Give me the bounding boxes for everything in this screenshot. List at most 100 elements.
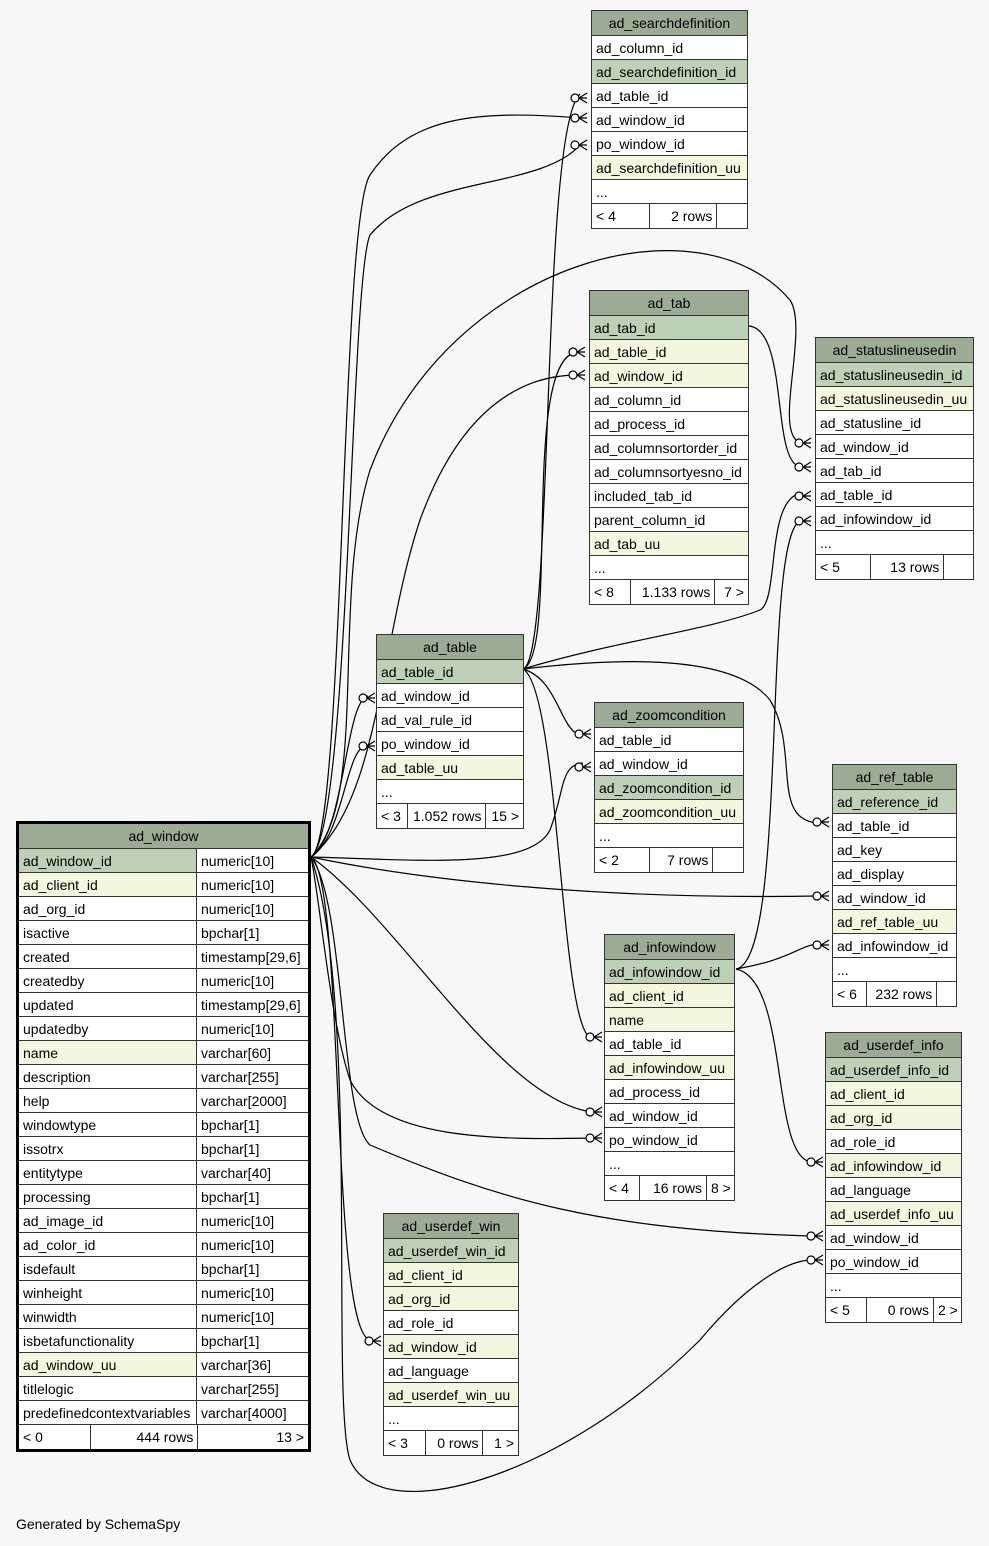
children-link[interactable]: 8 > — [706, 1176, 734, 1200]
column-name: ... — [837, 962, 849, 978]
children-link[interactable] — [716, 204, 747, 228]
column-row: ... — [816, 531, 973, 555]
crows-foot-marker — [593, 1132, 603, 1144]
crows-foot-marker — [582, 761, 592, 773]
parents-link[interactable]: < 5 — [820, 559, 840, 575]
column-row: ad_statusline_id — [816, 411, 973, 435]
column-name: windowtype — [23, 1117, 97, 1133]
parents-link[interactable]: < 5 — [830, 1302, 850, 1318]
edge-infowindow-table — [522, 668, 593, 1039]
children-link[interactable]: 2 > — [933, 1298, 961, 1322]
column-name: help — [23, 1093, 50, 1109]
column-name: ... — [599, 828, 611, 844]
crows-foot-marker — [820, 939, 830, 951]
column-name: ad_table_id — [594, 344, 667, 360]
edge-tab-table — [522, 351, 579, 670]
children-link[interactable] — [712, 848, 743, 872]
column-type: bpchar[1] — [196, 921, 308, 944]
parents-link[interactable]: < 3 — [381, 808, 401, 824]
column-type: varchar[36] — [196, 1353, 308, 1376]
parents-link[interactable]: < 4 — [596, 208, 616, 224]
column-name: ad_window_id — [23, 853, 112, 869]
row-count: 232 rows — [865, 982, 937, 1006]
column-name: ad_window_id — [599, 756, 688, 772]
edge-searchdef-window — [310, 114, 581, 858]
column-row: ad_role_id — [384, 1311, 518, 1335]
column-row: ad_userdef_info_uu — [826, 1202, 961, 1226]
children-link[interactable]: 15 > — [485, 804, 523, 828]
parents-link[interactable]: < 4 — [609, 1180, 629, 1196]
edge-reftable-window — [310, 856, 819, 898]
row-count: 0 rows — [425, 1431, 482, 1455]
parents-link[interactable]: < 6 — [837, 986, 857, 1002]
row-count: 7 rows — [649, 848, 712, 872]
cardinality-marker — [568, 370, 578, 380]
column-name: ... — [830, 1278, 842, 1294]
column-name: po_window_id — [381, 736, 470, 752]
children-link[interactable]: 1 > — [482, 1431, 518, 1455]
column-name: ad_column_id — [596, 40, 684, 56]
column-row: ad_org_id — [384, 1287, 518, 1311]
crows-foot-marker — [582, 728, 592, 740]
edge-statusline-table — [522, 492, 804, 670]
column-name: po_window_id — [830, 1254, 919, 1270]
column-row: ad_window_id — [384, 1335, 518, 1359]
children-link[interactable]: 13 > — [197, 1425, 308, 1449]
column-row: ad_org_id — [826, 1106, 961, 1130]
parents-link[interactable]: < 0 — [23, 1429, 43, 1445]
parents-link[interactable]: < 2 — [599, 852, 619, 868]
column-row: ad_column_id — [592, 36, 747, 60]
column-row: name — [605, 1008, 734, 1032]
edge-infowindow-window — [310, 856, 593, 1113]
column-type: numeric[10] — [196, 1209, 308, 1232]
column-name: ad_window_id — [820, 439, 909, 455]
column-name: ad_display — [837, 866, 904, 882]
column-name: ad_infowindow_id — [609, 964, 721, 980]
row-count: 2 rows — [649, 204, 716, 228]
column-name: ad_table_uu — [381, 760, 459, 776]
children-link[interactable]: 7 > — [714, 580, 748, 604]
children-link[interactable] — [943, 555, 973, 579]
column-name: ad_searchdefinition_uu — [596, 160, 741, 176]
column-name: ... — [596, 184, 608, 200]
children-link[interactable] — [936, 982, 956, 1006]
column-row: ad_statuslineusedin_id — [816, 363, 973, 387]
crows-foot-marker — [802, 515, 812, 527]
cardinality-marker — [806, 1157, 816, 1167]
cardinality-marker — [794, 516, 804, 526]
column-name: name — [23, 1045, 59, 1061]
column-type: numeric[10] — [196, 969, 308, 992]
cardinality-marker — [812, 940, 822, 950]
edge-userdefwin-window — [310, 856, 371, 1341]
column-row: ad_role_id — [826, 1130, 961, 1154]
column-name: ad_key — [837, 842, 883, 858]
parents-link[interactable]: < 3 — [388, 1435, 408, 1451]
crows-foot-marker — [814, 1156, 824, 1168]
parents-link[interactable]: < 8 — [594, 584, 614, 600]
column-row: ad_columnsortyesno_id — [590, 460, 748, 484]
column-type: varchar[255] — [196, 1065, 308, 1088]
edge-zoom-table — [522, 668, 584, 736]
table-title: ad_infowindow — [605, 935, 734, 960]
